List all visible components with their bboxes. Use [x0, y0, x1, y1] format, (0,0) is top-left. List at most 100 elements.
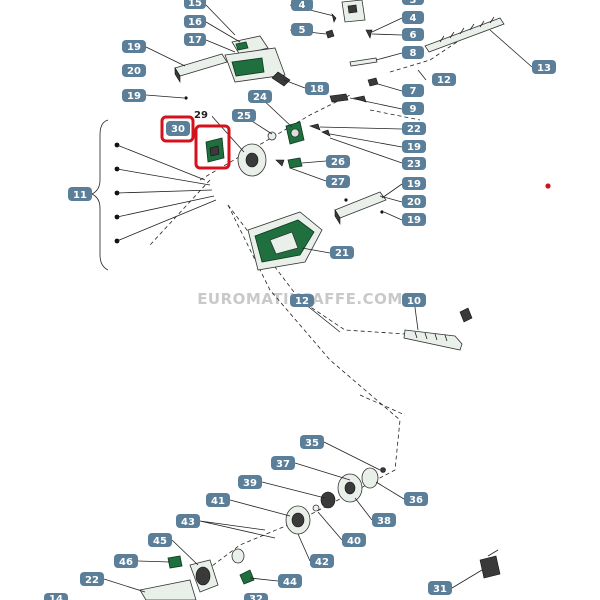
svg-text:16: 16: [188, 17, 202, 28]
svg-text:23: 23: [407, 159, 421, 170]
callout-44: 44: [278, 574, 302, 588]
callout-4: 4: [291, 0, 313, 11]
callout-23: 23: [402, 157, 426, 170]
callout-42: 42: [310, 554, 334, 568]
svg-text:37: 37: [276, 459, 290, 470]
part-spring-13: [424, 16, 505, 53]
part-35: [380, 467, 386, 473]
part-gear-36: [361, 467, 379, 489]
callout-16: 16: [184, 15, 206, 28]
svg-text:22: 22: [407, 124, 421, 135]
screw-19: [184, 96, 188, 100]
callout-11: 11: [68, 187, 92, 201]
screw-19-right: [344, 198, 348, 202]
part-wheel-29: [237, 143, 267, 177]
svg-text:10: 10: [407, 296, 421, 307]
part-31: [479, 549, 501, 579]
callout-13: 13: [532, 60, 556, 74]
part-7: [367, 77, 379, 87]
callout-19: 19: [402, 177, 426, 190]
highlight-box-29-part: [194, 124, 231, 170]
svg-text:12: 12: [437, 75, 451, 86]
callout-5: 5: [291, 23, 313, 36]
svg-text:27: 27: [331, 177, 345, 188]
callout-3: 3: [402, 0, 424, 6]
callout-40: 40: [342, 533, 366, 547]
svg-text:40: 40: [347, 536, 361, 547]
svg-text:19: 19: [407, 179, 421, 190]
callout-31: 31: [428, 581, 452, 595]
part-base-21: [247, 211, 323, 271]
part-26b: [275, 159, 285, 167]
callout-22: 22: [80, 572, 104, 586]
screw-19-right-2: [380, 210, 384, 214]
svg-text:19: 19: [127, 91, 141, 102]
callout-32: 32: [244, 593, 268, 600]
part-4-screw: [331, 13, 337, 23]
callout-19: 19: [402, 213, 426, 226]
svg-text:38: 38: [377, 516, 391, 527]
callout-38: 38: [372, 513, 396, 527]
svg-text:20: 20: [407, 197, 421, 208]
callout-17: 17: [184, 33, 206, 46]
svg-text:46: 46: [119, 557, 133, 568]
svg-text:6: 6: [410, 30, 417, 41]
callout-46: 46: [114, 554, 138, 568]
svg-text:13: 13: [537, 63, 551, 74]
part-26: [287, 157, 303, 169]
part-22: [309, 123, 321, 131]
callout-30: 30: [166, 121, 190, 136]
highlight-boxes: [160, 115, 231, 170]
part-pin-8: [349, 57, 378, 67]
callout-45: 45: [148, 533, 172, 547]
callout-25: 25: [232, 109, 256, 122]
callout-27: 27: [326, 175, 350, 188]
callout-43: 43: [176, 514, 200, 528]
svg-text:30: 30: [171, 124, 185, 135]
svg-text:19: 19: [407, 142, 421, 153]
svg-text:43: 43: [181, 517, 195, 528]
part-46: [167, 555, 183, 569]
svg-text:15: 15: [188, 0, 202, 9]
svg-text:45: 45: [153, 536, 167, 547]
part-9: [329, 93, 349, 103]
callout-10: 10: [402, 293, 426, 307]
callout-29: 29: [190, 108, 212, 121]
svg-text:39: 39: [243, 478, 257, 489]
svg-text:35: 35: [305, 438, 319, 449]
svg-text:32: 32: [249, 594, 263, 600]
svg-text:5: 5: [299, 25, 306, 36]
svg-text:41: 41: [211, 496, 225, 507]
part-housing-45: [189, 559, 219, 593]
part-frame-18: [224, 47, 291, 87]
callout-19: 19: [122, 40, 146, 53]
callout-9: 9: [402, 102, 424, 115]
callout-20: 20: [122, 64, 146, 77]
part-44: [239, 569, 255, 585]
svg-text:26: 26: [331, 157, 345, 168]
svg-text:17: 17: [188, 35, 202, 46]
part-5: [325, 29, 335, 39]
svg-text:4: 4: [410, 13, 417, 24]
callout-35: 35: [300, 435, 324, 449]
part-bracket-16: [231, 35, 269, 56]
callout-22: 22: [402, 122, 426, 135]
callout-12: 12: [432, 73, 456, 86]
part-bracket-30: [205, 137, 225, 163]
part-23: [321, 129, 331, 137]
callout-19: 19: [122, 89, 146, 102]
svg-text:42: 42: [315, 557, 329, 568]
callout-4: 4: [402, 11, 424, 24]
svg-text:31: 31: [433, 584, 447, 595]
svg-text:3: 3: [410, 0, 417, 6]
callout-21: 21: [330, 246, 354, 259]
callout-7: 7: [402, 84, 424, 97]
part-slider-20-right: [334, 191, 387, 226]
part-10-clip: [459, 307, 473, 323]
svg-text:19: 19: [127, 42, 141, 53]
svg-text:14: 14: [49, 594, 63, 600]
part-pivot-24: [285, 121, 305, 145]
svg-text:25: 25: [237, 111, 251, 122]
part-40: [312, 504, 320, 512]
